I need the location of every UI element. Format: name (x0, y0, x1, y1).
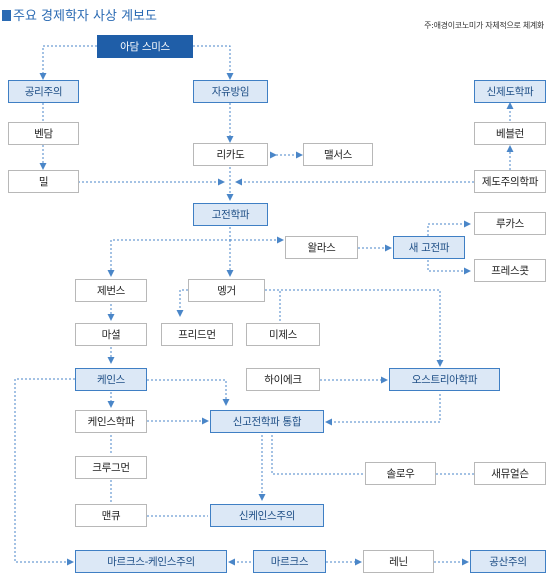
edge-adam-utilitarian (39, 45, 97, 80)
node-solow: 솔로우 (365, 462, 436, 485)
node-mankiw: 맨큐 (75, 504, 147, 527)
node-menger: 멩거 (188, 279, 265, 302)
node-hayek: 하이에크 (246, 368, 320, 391)
node-new-classical: 새 고전파 (393, 236, 465, 259)
node-marshall: 마셜 (75, 323, 147, 346)
node-mill: 밀 (8, 170, 79, 193)
node-adam-smith: 아담 스미스 (97, 35, 193, 58)
node-new-institutional: 신제도학파 (474, 80, 546, 103)
node-lucas: 루카스 (474, 212, 546, 235)
node-ricardo: 리카도 (193, 143, 268, 166)
edge-synthesis-solow (271, 435, 365, 475)
edge-menger-mises (265, 289, 281, 322)
node-samuelson: 새뮤얼슨 (474, 462, 546, 485)
node-krugman: 크루그먼 (75, 456, 147, 479)
edge-menger-austrian (265, 289, 444, 367)
edge-austrian-synthesis (325, 394, 441, 426)
title-text: 주요 경제학자 사상 계보도 (13, 9, 157, 24)
node-communism: 공산주의 (470, 550, 546, 573)
edge-newclassical-prescott (427, 260, 471, 275)
diagram-title: 주요 경제학자 사상 계보도 (2, 5, 157, 24)
node-jevons: 제번스 (75, 279, 147, 302)
node-marxist-keynesian: 마르크스-케인스주의 (75, 550, 227, 573)
node-friedman: 프리드먼 (161, 323, 233, 346)
node-neoclassical-synthesis: 신고전학파 통합 (210, 410, 324, 433)
node-austrian-school: 오스트리아학파 (389, 368, 500, 391)
node-malthus: 맬서스 (303, 143, 373, 166)
node-bentham: 벤담 (8, 122, 79, 145)
node-classical-school: 고전학파 (193, 203, 268, 226)
edge-keynes-marxkeynes (14, 378, 75, 566)
node-keynesian-school: 케인스학파 (75, 410, 147, 433)
node-utilitarianism: 공리주의 (8, 80, 79, 103)
node-veblen: 베블런 (474, 122, 546, 145)
node-institutionalism: 제도주의학파 (474, 170, 546, 193)
node-prescott: 프레스콧 (474, 259, 546, 282)
edge-classical-jevons (107, 227, 231, 277)
edge-menger-friedman (176, 289, 188, 317)
node-laissez-faire: 자유방임 (193, 80, 268, 103)
node-keynes: 케인스 (75, 368, 147, 391)
source-note: 주:애경이코노미가 자체적으로 체계화 (424, 21, 544, 30)
node-lenin: 레닌 (363, 550, 434, 573)
node-mises: 미제스 (246, 323, 320, 346)
edge-newclassical-lucas (427, 220, 471, 236)
title-marker (2, 10, 11, 21)
node-walras: 왈라스 (285, 236, 358, 259)
edge-adam-laissez (193, 45, 234, 80)
node-marx: 마르크스 (253, 550, 326, 573)
node-new-keynesian: 신케인스주의 (210, 504, 324, 527)
edge-keynes-synthesis-top (147, 379, 230, 406)
